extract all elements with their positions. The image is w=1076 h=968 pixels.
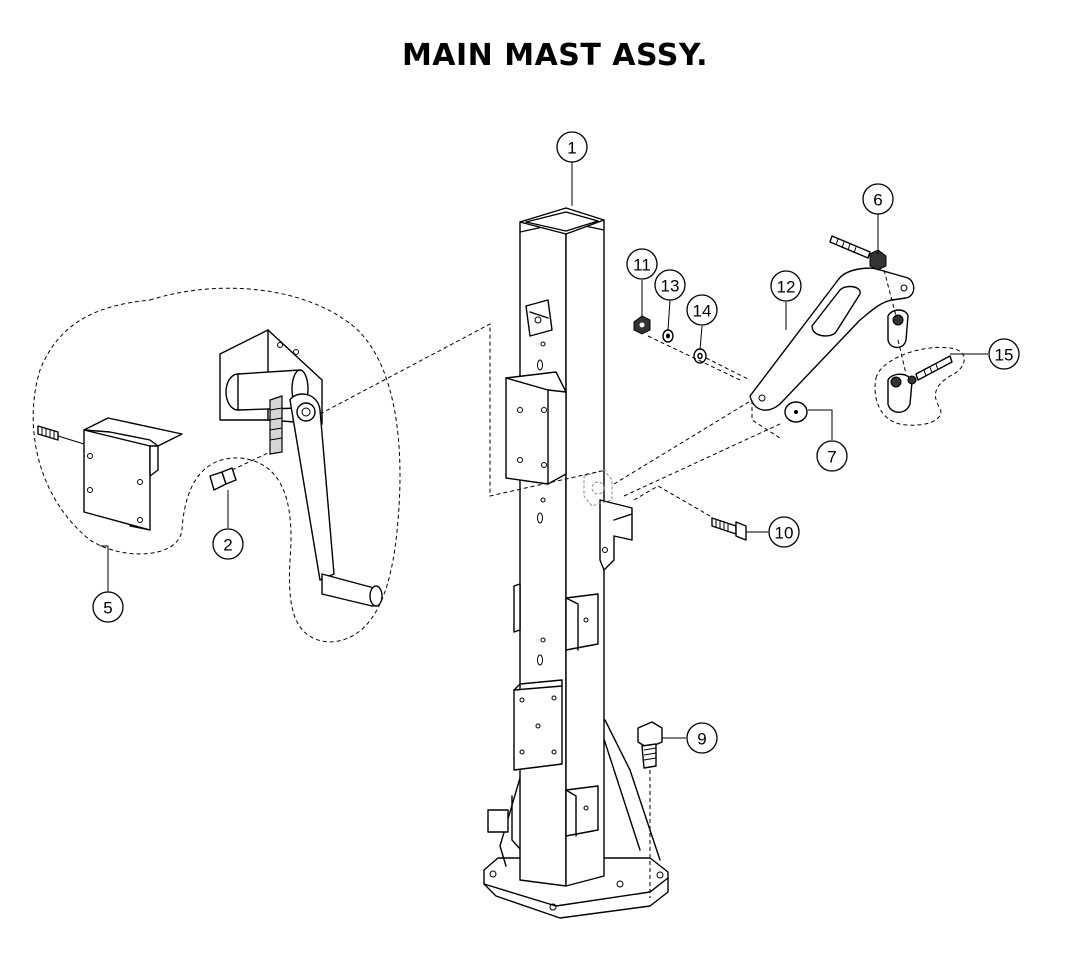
callout-14-label: 14 bbox=[693, 302, 712, 321]
hardware bbox=[633, 235, 965, 769]
callout-5-label: 5 bbox=[103, 599, 112, 618]
callout-5: 5 bbox=[92, 591, 124, 623]
callout-6: 6 bbox=[862, 183, 894, 215]
callout-9-label: 9 bbox=[697, 730, 706, 749]
callout-11: 11 bbox=[626, 248, 658, 280]
callout-7-label: 7 bbox=[827, 448, 836, 467]
callout-1: 1 bbox=[556, 131, 588, 163]
bolt-part-2 bbox=[209, 451, 271, 491]
callout-2-label: 2 bbox=[223, 536, 232, 555]
callout-13: 13 bbox=[654, 269, 686, 301]
callout-9: 9 bbox=[686, 722, 718, 754]
callout-11-label: 11 bbox=[633, 256, 651, 275]
page-title: MAIN MAST ASSY. bbox=[401, 38, 709, 73]
callout-12-label: 12 bbox=[777, 278, 796, 297]
leader-lines bbox=[100, 162, 988, 739]
callout-2: 2 bbox=[212, 528, 244, 560]
callout-14: 14 bbox=[686, 294, 718, 326]
callout-7: 7 bbox=[816, 440, 848, 472]
assembly-lines bbox=[319, 269, 907, 898]
main-mast bbox=[483, 207, 669, 919]
callout-6-label: 6 bbox=[873, 191, 882, 210]
callout-12: 12 bbox=[770, 270, 802, 302]
callout-10: 10 bbox=[768, 516, 800, 548]
callout-15: 15 bbox=[988, 338, 1020, 370]
winch-assembly bbox=[32, 287, 401, 643]
upper-arm bbox=[749, 267, 915, 411]
callout-1-label: 1 bbox=[567, 139, 576, 158]
callout-10-label: 10 bbox=[775, 524, 794, 543]
callout-15-label: 15 bbox=[995, 346, 1014, 365]
callout-13-label: 13 bbox=[661, 277, 680, 296]
winch-cover-bracket bbox=[37, 417, 183, 531]
